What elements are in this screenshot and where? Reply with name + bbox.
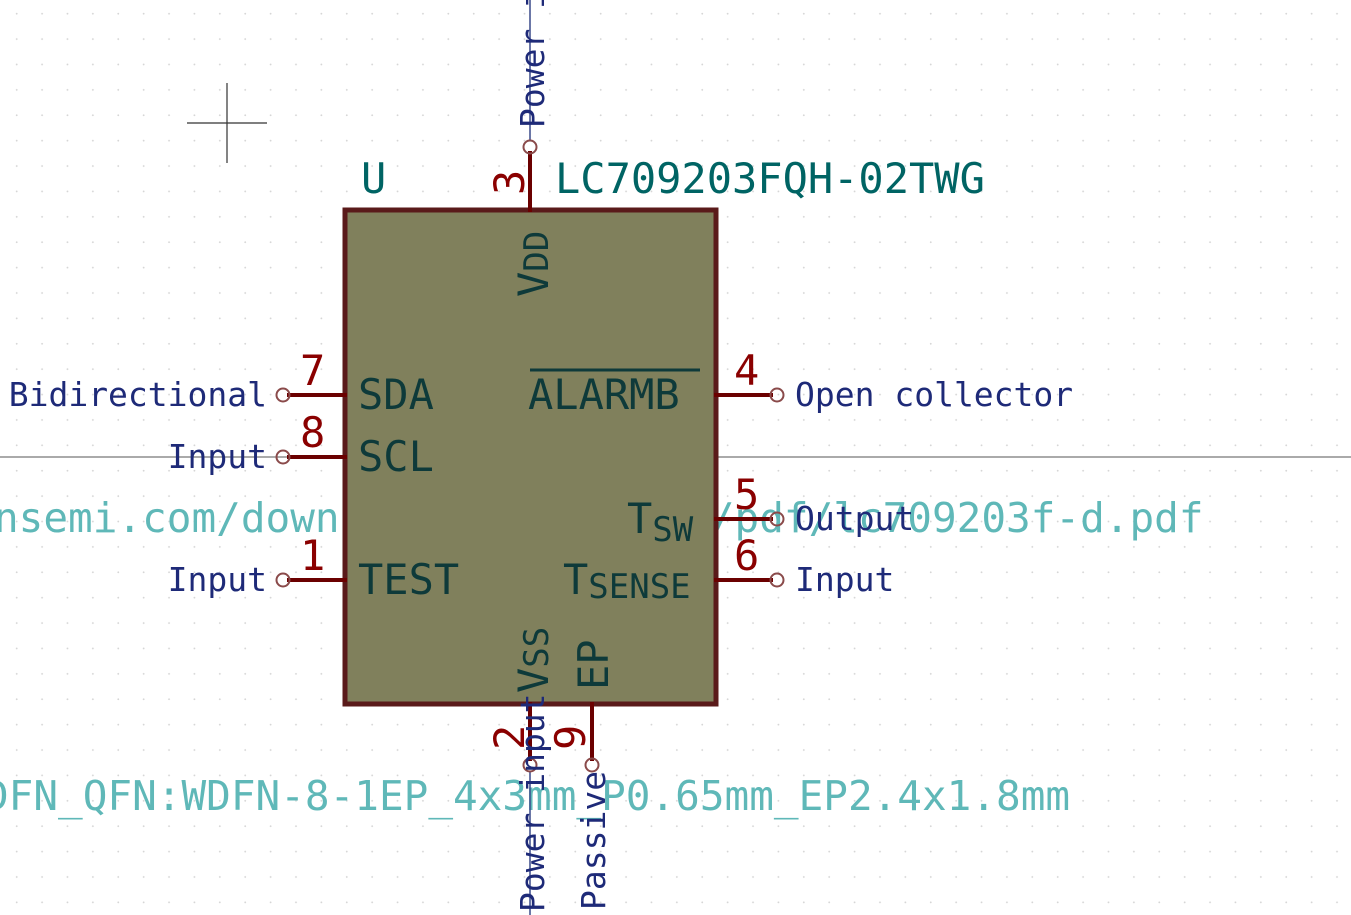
pin-vdd-type: Power input bbox=[513, 0, 552, 128]
svg-text:VDD: VDD bbox=[509, 231, 558, 297]
pin-alarmb-type: Open collector bbox=[795, 375, 1073, 414]
pin-alarmb-endpoint-icon[interactable] bbox=[769, 387, 785, 403]
pin-vdd-number: 3 bbox=[485, 170, 534, 195]
pin-tsense-endpoint-icon[interactable] bbox=[769, 572, 785, 588]
pin-vss-number: 2 bbox=[485, 725, 534, 750]
pin-vdd-endpoint-icon[interactable] bbox=[522, 139, 538, 155]
footprint-field[interactable]: DFN_QFN:WDFN-8-1EP_4x3mm_P0.65mm_EP2.4x1… bbox=[0, 772, 1070, 820]
pin-vdd-name-main: V bbox=[509, 272, 558, 297]
pin-tsw-name-sub: SW bbox=[652, 510, 693, 550]
pin-sda-name: SDA bbox=[358, 370, 434, 419]
pin-vdd-name: VDD bbox=[509, 231, 558, 297]
pin-ep-name: EP bbox=[569, 639, 618, 690]
value-field[interactable]: LC709203FQH-02TWG bbox=[555, 154, 985, 203]
pin-test-type: Input bbox=[168, 560, 267, 599]
pin-vss-name-main: V bbox=[509, 668, 558, 693]
pin-tsw-type: Output bbox=[795, 499, 914, 538]
pin-scl-endpoint-icon[interactable] bbox=[275, 449, 291, 465]
pin-vss-endpoint-icon[interactable] bbox=[522, 757, 538, 773]
pin-tsense-name-main: T bbox=[563, 555, 588, 604]
pin-test-name: TEST bbox=[358, 555, 459, 604]
pin-alarmb-name: ALARMB bbox=[528, 370, 680, 419]
pin-ep-endpoint-icon[interactable] bbox=[584, 757, 600, 773]
pin-tsw-name: TSW bbox=[627, 494, 694, 550]
pin-vss-type: Power input bbox=[513, 693, 552, 912]
pin-tsense-type: Input bbox=[795, 560, 894, 599]
pin-vss-name: VSS bbox=[509, 627, 558, 693]
pin-ep-number: 9 bbox=[546, 725, 595, 750]
pin-scl-type: Input bbox=[168, 437, 267, 476]
pin-vss-name-sub: SS bbox=[517, 627, 557, 668]
pin-ep-type: Passive bbox=[574, 771, 613, 910]
pin-tsense-name-sub: SENSE bbox=[588, 567, 690, 607]
reference-designator[interactable]: U bbox=[361, 154, 386, 203]
pin-vdd-name-sub: DD bbox=[517, 231, 557, 272]
pin-alarmb-name-group: ALARMB bbox=[528, 368, 700, 419]
svg-text:VSS: VSS bbox=[509, 627, 558, 693]
pin-sda-type: Bidirectional bbox=[9, 375, 267, 414]
pin-tsw-name-main: T bbox=[627, 494, 652, 543]
pin-sda-number: 7 bbox=[300, 346, 325, 395]
pin-tsense-name: TSENSE bbox=[563, 555, 691, 607]
pin-alarmb-number: 4 bbox=[734, 346, 759, 395]
pin-tsense-number: 6 bbox=[734, 531, 759, 580]
pin-tsw-endpoint-icon[interactable] bbox=[769, 511, 785, 527]
pin-sda-endpoint-icon[interactable] bbox=[275, 387, 291, 403]
cursor-crosshair-icon bbox=[187, 83, 267, 163]
pin-scl-number: 8 bbox=[300, 408, 325, 457]
symbol-body[interactable] bbox=[342, 207, 719, 707]
pin-test-endpoint-icon[interactable] bbox=[275, 572, 291, 588]
pin-tsw-number: 5 bbox=[734, 470, 759, 519]
pin-test-number: 1 bbox=[300, 531, 325, 580]
pin-scl-name: SCL bbox=[358, 432, 434, 481]
